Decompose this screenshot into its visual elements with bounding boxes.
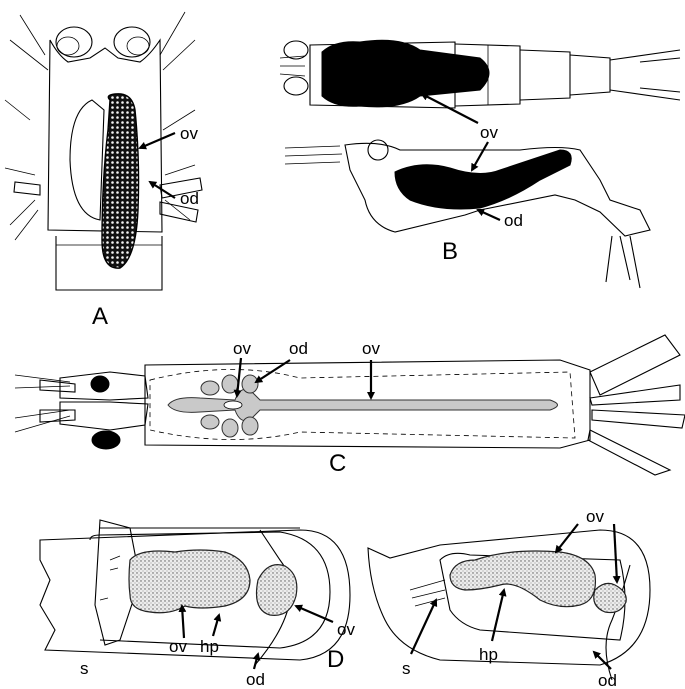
od-arrow — [148, 180, 176, 199]
ov-arrow-b1 — [420, 93, 479, 124]
ov-arrow-d4 — [612, 523, 621, 584]
ovary-dorsal — [321, 39, 490, 108]
ovary-d-left — [128, 549, 251, 614]
ovary-d-right — [449, 550, 597, 608]
label-s-d1: s — [80, 659, 89, 678]
ov-arrow-d1 — [178, 604, 187, 639]
panel-b: ov od B — [279, 39, 681, 289]
label-od-b: od — [504, 211, 523, 230]
panel-letter-d: D — [327, 646, 344, 673]
label-ov-c2: ov — [362, 339, 380, 358]
panel-letter-b: B — [442, 238, 458, 265]
label-ov: ov — [180, 124, 198, 143]
label-od: od — [180, 189, 199, 208]
od-arrow-d2 — [592, 650, 612, 670]
od-arrow-d1 — [252, 652, 261, 670]
ov-arrow-d2 — [294, 604, 334, 624]
panel-d-right: ov s hp od — [367, 507, 651, 689]
label-hp-d2: hp — [479, 645, 498, 664]
ov-arrow-c1 — [233, 357, 243, 398]
label-od-d2: od — [598, 671, 617, 689]
hp-arrow-d2 — [490, 588, 507, 642]
ovary-d-right-lobe — [593, 582, 627, 614]
ov-arrow-d3 — [554, 523, 579, 554]
label-ov-d2: ov — [337, 620, 355, 639]
label-hp-d1: hp — [200, 637, 219, 656]
ov-arrow-b2 — [471, 141, 489, 172]
ovary-lateral — [394, 149, 572, 210]
panel-letter-c: C — [329, 450, 346, 477]
ovary-grey-c — [167, 388, 558, 422]
label-s-d2: s — [402, 659, 411, 678]
ovary-d-left-lobe — [255, 564, 298, 616]
ovary-shape — [101, 93, 140, 269]
s-arrow-d2 — [410, 598, 438, 655]
label-ov-b: ov — [480, 123, 498, 142]
hp-arrow-d1 — [211, 613, 222, 637]
label-ov-d3: ov — [586, 507, 604, 526]
label-ov-d1: ov — [169, 637, 187, 656]
label-ov-c1: ov — [233, 339, 251, 358]
panel-letter-a: A — [92, 303, 108, 330]
panel-c: ov od ov C — [14, 334, 685, 477]
panel-d-left: s ov hp od ov D — [39, 519, 355, 689]
od-arrow-b — [476, 208, 501, 222]
panel-a: ov od A — [4, 11, 203, 330]
ov-arrow — [138, 131, 176, 150]
label-od-c: od — [289, 339, 308, 358]
od-arrow-c — [254, 359, 291, 384]
label-od-d1: od — [246, 670, 265, 689]
